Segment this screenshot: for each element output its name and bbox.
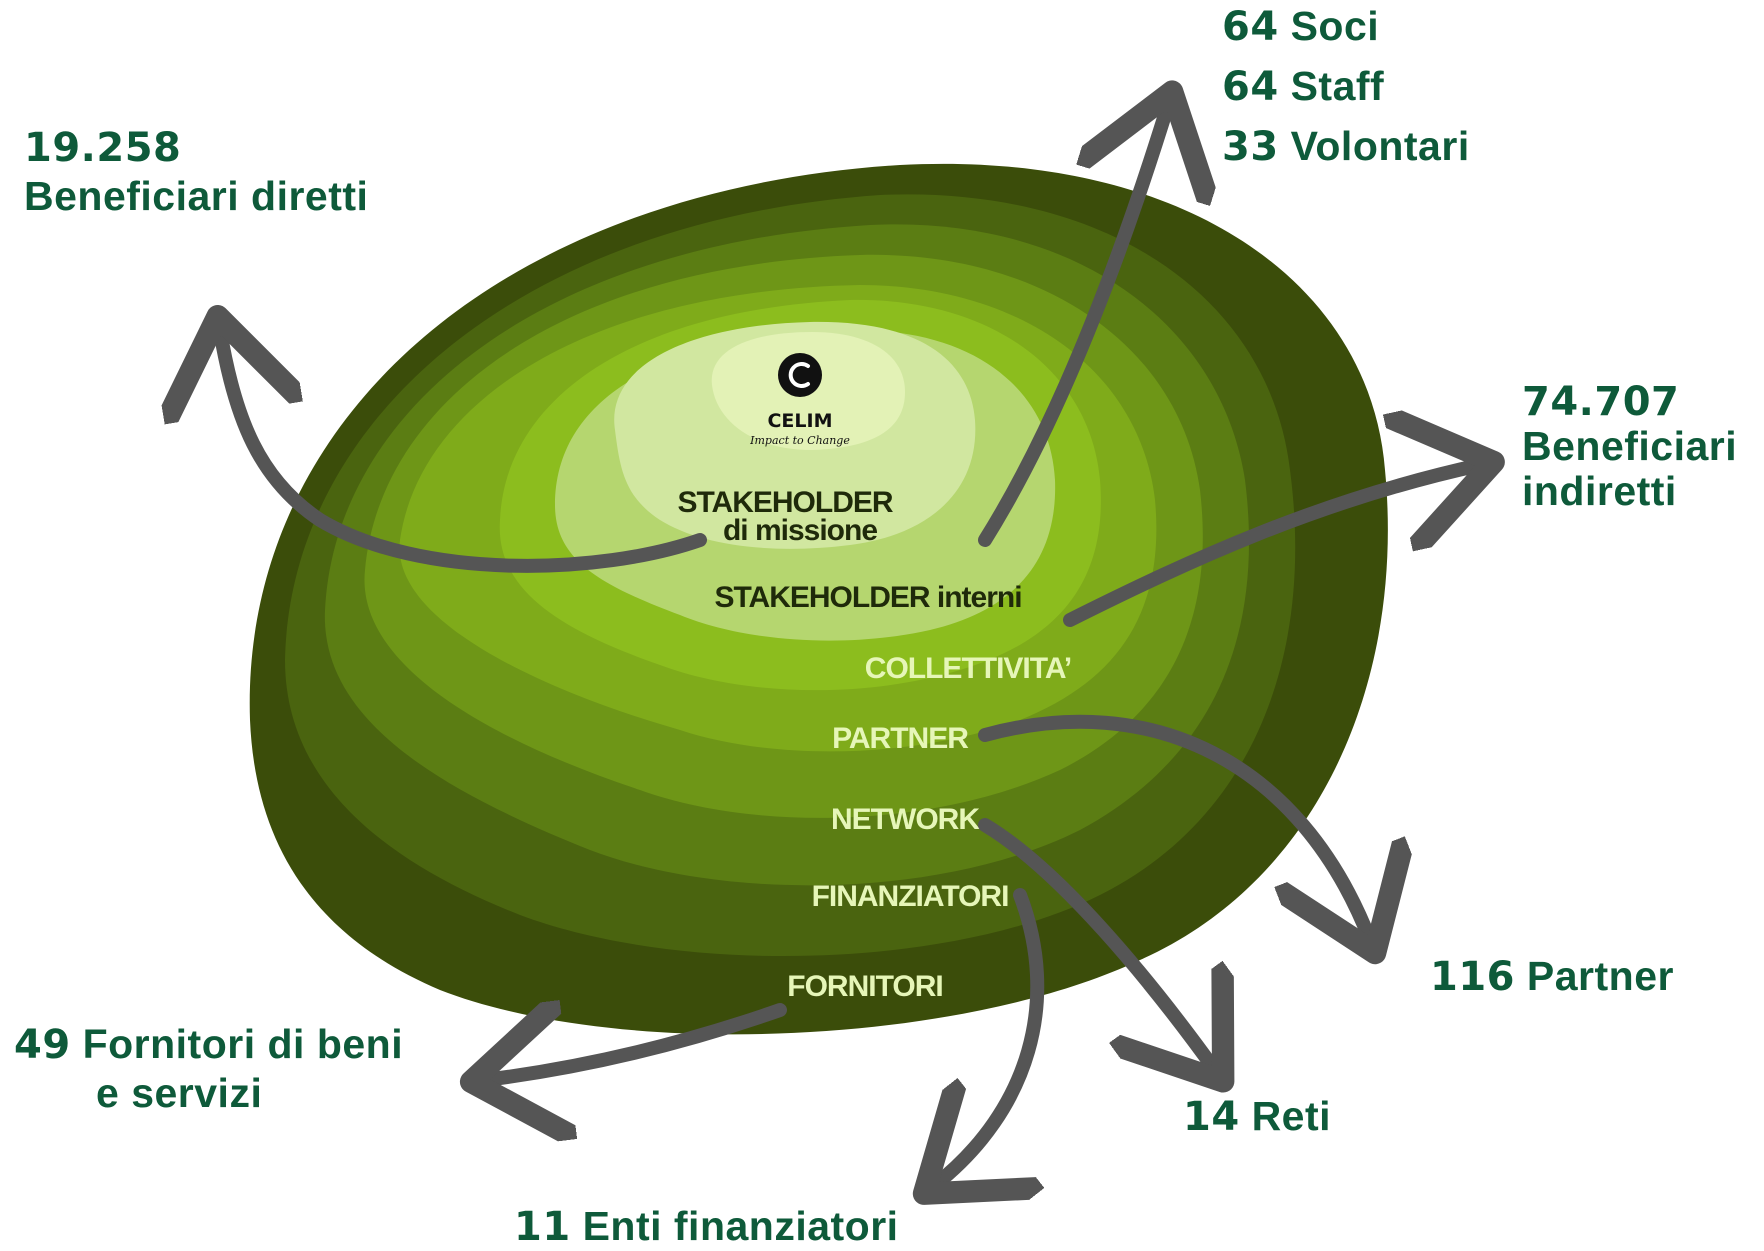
arrows [220,105,1480,1185]
arrow-reti [978,818,1215,1070]
ring-label-finanziatori: FINANZIATORI [812,880,1009,913]
ring-label-stakeholder-missione-line2: di missione [723,514,877,547]
callout-label: Enti finanziatori [582,1203,899,1249]
callout-number: 116 [1430,954,1515,1000]
ring-label-stakeholder-interni: STAKEHOLDER interni [714,581,1021,614]
callout-label-line1: Beneficiari [1522,423,1738,469]
ring-labels: STAKEHOLDER di missione STAKEHOLDER inte… [677,486,1072,1003]
celim-c-glyph [788,362,810,388]
callout-label: Beneficiari diretti [24,173,369,219]
callout-beneficiari-indiretti: 74.707 Beneficiari indiretti [1522,380,1737,514]
ring-label-partner: PARTNER [832,722,969,755]
arrow-beneficiari-diretti [220,330,707,573]
callout-row-staff: 64 Staff [1222,62,1470,122]
callout-label-line1: Fornitori di beni [82,1021,404,1067]
ring-label-collettivita: COLLETTIVITA’ [865,652,1071,685]
callout-label-line2: e servizi [96,1070,263,1117]
arrow-fornitori [485,1010,787,1080]
callout-number: 33 [1222,124,1279,170]
callout-number: 74.707 [1522,379,1680,425]
arrow-beneficiari-indiretti [1063,465,1480,627]
callout-reti: 14 Reti [1183,1092,1331,1141]
celim-logo: CELIM Impact to Change [749,353,850,447]
ring-label-stakeholder-missione-line1: STAKEHOLDER [677,486,893,519]
logo-name: CELIM [767,410,832,432]
ring-label-network: NETWORK [831,803,980,836]
celim-c-icon [778,353,822,397]
callout-fornitori: 49 Fornitori di beni e servizi [14,1020,403,1118]
callout-row-soci: 64 Soci [1222,2,1470,62]
callout-enti-finanziatori: 11 Enti finanziatori [514,1202,899,1251]
arrow-partner [978,714,1370,940]
callout-number: 64 [1222,64,1279,110]
callout-stakeholder-interni: 64 Soci 64 Staff 33 Volontari [1222,2,1470,182]
callout-number: 14 [1183,1094,1240,1140]
callout-partner: 116 Partner [1430,952,1674,1001]
callout-label: Staff [1290,63,1385,109]
callout-label: Reti [1251,1093,1332,1139]
callout-number: 64 [1222,4,1279,50]
callout-number: 49 [14,1022,71,1068]
ring-label-fornitori: FORNITORI [787,970,942,1003]
callout-label: Partner [1526,953,1674,999]
callout-number: 19.258 [24,125,182,171]
logo-tagline: Impact to Change [749,434,850,447]
callout-label: Volontari [1290,123,1470,169]
callout-label-line2: indiretti [1522,468,1677,515]
arrow-stakeholder-interni [978,105,1168,547]
arrow-enti-finanziatori [935,888,1037,1185]
callout-beneficiari-diretti: 19.258 Beneficiari diretti [24,124,368,221]
rings-group [249,163,1388,1035]
callout-label: Soci [1290,3,1380,49]
callout-number: 11 [514,1204,571,1250]
callout-row-volontari: 33 Volontari [1222,122,1470,182]
